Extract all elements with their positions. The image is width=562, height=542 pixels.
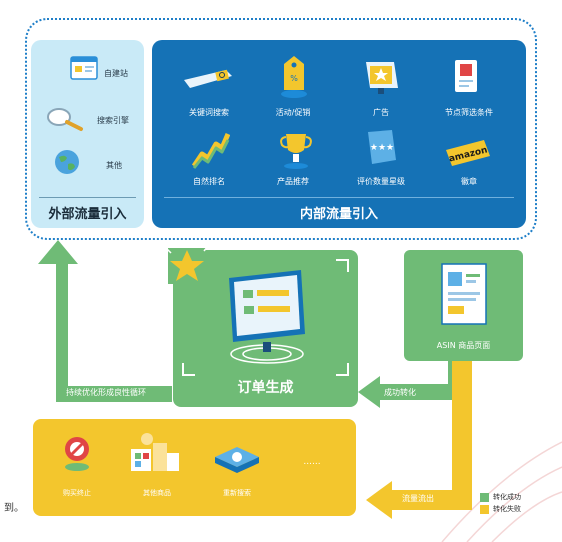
lost-ellipsis: ...... — [303, 457, 321, 467]
asin-page-label: ASIN 商品页面 — [436, 341, 491, 350]
search-bar-icon — [184, 69, 232, 88]
lost-item-label: 重新搜索 — [223, 489, 251, 497]
lost-item-label: 购买终止 — [63, 489, 91, 497]
legend-label: 转化失败 — [493, 505, 521, 513]
stop-sign-icon — [65, 437, 89, 471]
lost-item-label: 其他商品 — [143, 489, 171, 497]
divider — [39, 197, 136, 198]
svg-text:★★★: ★★★ — [370, 143, 394, 153]
legend-item-failure: 转化失败 — [480, 503, 521, 515]
legend-item-success: 转化成功 — [480, 491, 521, 503]
external-item-label: 搜索引擎 — [97, 116, 129, 125]
outflow-label: 流量流出 — [402, 494, 434, 503]
success-label: 成功转化 — [384, 388, 416, 397]
loop-arrow — [38, 240, 172, 402]
success-arrow — [358, 360, 460, 408]
lost-traffic-box: 购买终止 其他商品 重新搜索 ...... — [33, 419, 356, 516]
internal-item-label: 活动/促销 — [275, 108, 311, 117]
external-item-label: 自建站 — [104, 69, 128, 78]
internal-item-label: 广告 — [373, 108, 389, 117]
rating-stars-icon: ★★★ — [368, 130, 396, 164]
traffic-sources-frame — [25, 18, 537, 240]
asin-page-box: ASIN 商品页面 — [404, 250, 523, 361]
svg-text:%: % — [290, 74, 298, 83]
ad-star-icon — [366, 62, 398, 94]
outflow-arrow — [366, 360, 472, 519]
internal-item-label: 关键词搜索 — [189, 108, 229, 117]
amazon-badge-icon: amazon — [446, 140, 490, 166]
website-window-icon — [70, 56, 98, 80]
internal-item-label: 评价数量星级 — [357, 177, 405, 186]
order-generation-title: 订单生成 — [237, 380, 294, 396]
legend-swatch — [480, 504, 489, 514]
monitor-icon — [229, 270, 305, 364]
internal-item-label: 自然排名 — [193, 177, 225, 186]
globe-icon — [55, 150, 79, 174]
promo-tag-icon: % — [281, 56, 307, 98]
internal-item-label: 节点筛选条件 — [445, 108, 493, 117]
external-traffic-panel: 自建站 搜索引擎 其他 外部流量引入 — [31, 40, 144, 228]
cropped-edge-text: 到。 — [4, 503, 24, 514]
internal-item-label: 产品推荐 — [277, 177, 309, 186]
rising-chart-icon — [191, 133, 230, 169]
other-products-icon — [131, 433, 179, 471]
magnifier-icon — [47, 108, 83, 131]
internal-item-label: 徽章 — [461, 177, 477, 186]
background-curves — [441, 441, 562, 542]
external-item-label: 其他 — [106, 161, 122, 170]
internal-traffic-title: 内部流量引入 — [299, 207, 378, 222]
loop-label: 持续优化形成良性循环 — [66, 388, 146, 397]
star-sparkle-icon — [165, 245, 209, 284]
legend: 转化成功 转化失败 — [480, 491, 521, 515]
internal-traffic-panel: 关键词搜索 % 活动/促销 广告 节点筛选条件 自然排名 产品推荐 ★★★ 评价 — [152, 40, 526, 228]
trophy-icon — [280, 134, 312, 169]
filter-card-icon — [455, 60, 477, 92]
product-page-icon — [441, 263, 487, 325]
legend-swatch — [480, 492, 489, 502]
research-icon — [215, 447, 259, 473]
external-traffic-title: 外部流量引入 — [48, 207, 127, 222]
divider — [164, 197, 514, 198]
legend-label: 转化成功 — [493, 493, 521, 501]
